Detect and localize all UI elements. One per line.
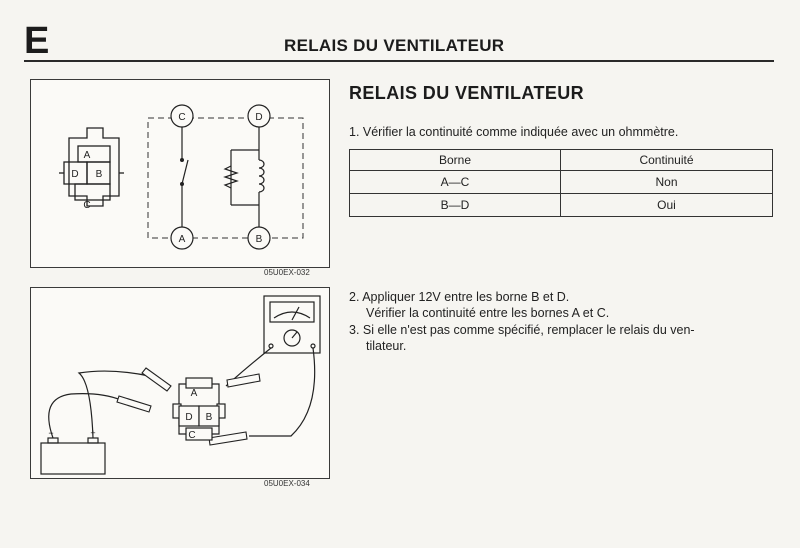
terminal-d-label: D — [255, 112, 262, 123]
switch-contact-top — [180, 158, 184, 162]
table-cell-continuite: Oui — [560, 193, 773, 217]
connector-pin-c: C — [83, 200, 90, 211]
step-3-text: 3. Si elle n'est pas comme spécifié, rem… — [349, 323, 695, 337]
table-header-borne: Borne — [349, 149, 561, 171]
terminal-b-circle — [247, 226, 271, 250]
terminal-b-label: B — [256, 234, 263, 245]
table-header-row: Borne Continuité — [349, 149, 773, 171]
relay-pin-d: D — [185, 412, 192, 423]
step-2-subtext: Vérifier la continuité entre les bornes … — [366, 306, 610, 320]
table-cell-borne: B—D — [349, 193, 561, 217]
step-1-text: 1. Vérifier la continuité comme indiquée… — [349, 125, 679, 139]
continuity-table: Borne Continuité A—C Non B—D Oui — [349, 149, 773, 217]
relay-pin-c: C — [188, 430, 195, 441]
switch-contact-bottom — [180, 182, 184, 186]
relay-block-drawing — [172, 377, 226, 441]
connector-pin-d: D — [71, 169, 78, 180]
relay-pin-b: B — [206, 412, 213, 423]
ohmmeter-drawing — [263, 295, 321, 354]
table-row: B—D Oui — [349, 193, 773, 217]
relay-wiring — [181, 127, 260, 228]
table-cell-continuite: Non — [560, 170, 773, 194]
table-header-continuite: Continuité — [560, 149, 773, 171]
section-heading: RELAIS DU VENTILATEUR — [349, 83, 585, 103]
connector-drawing — [59, 127, 124, 207]
figure2-caption: 05U0EX-034 — [264, 479, 310, 488]
terminal-c-circle — [170, 104, 194, 128]
section-letter: E — [24, 20, 50, 62]
terminal-a-label: A — [179, 234, 186, 245]
step-3-continuation: tilateur. — [366, 339, 407, 353]
terminal-a-circle — [170, 226, 194, 250]
connector-pin-b: B — [96, 169, 103, 180]
relay-pin-a: A — [191, 388, 198, 399]
table-cell-borne: A—C — [349, 170, 561, 194]
terminal-d-circle — [247, 104, 271, 128]
table-row: A—C Non — [349, 170, 773, 194]
relay-test-diagram: − + — [40, 295, 321, 475]
battery-drawing — [40, 437, 106, 475]
relay-schematic-diagram: A D B C — [59, 104, 304, 250]
coil-symbol — [258, 159, 265, 193]
resistor-symbol — [223, 165, 239, 189]
relay-housing-outline — [147, 117, 304, 239]
header-rule — [24, 60, 774, 62]
step-2-text: 2. Appliquer 12V entre les borne B et D. — [349, 290, 570, 304]
figure1-caption: 05U0EX-032 — [264, 268, 310, 277]
page-header-title: RELAIS DU VENTILATEUR — [284, 36, 505, 55]
terminal-c-label: C — [178, 112, 185, 123]
connector-pin-a: A — [84, 150, 91, 161]
relay-test-figure: − + — [30, 287, 330, 479]
relay-schematic-figure: A D B C — [30, 79, 330, 268]
